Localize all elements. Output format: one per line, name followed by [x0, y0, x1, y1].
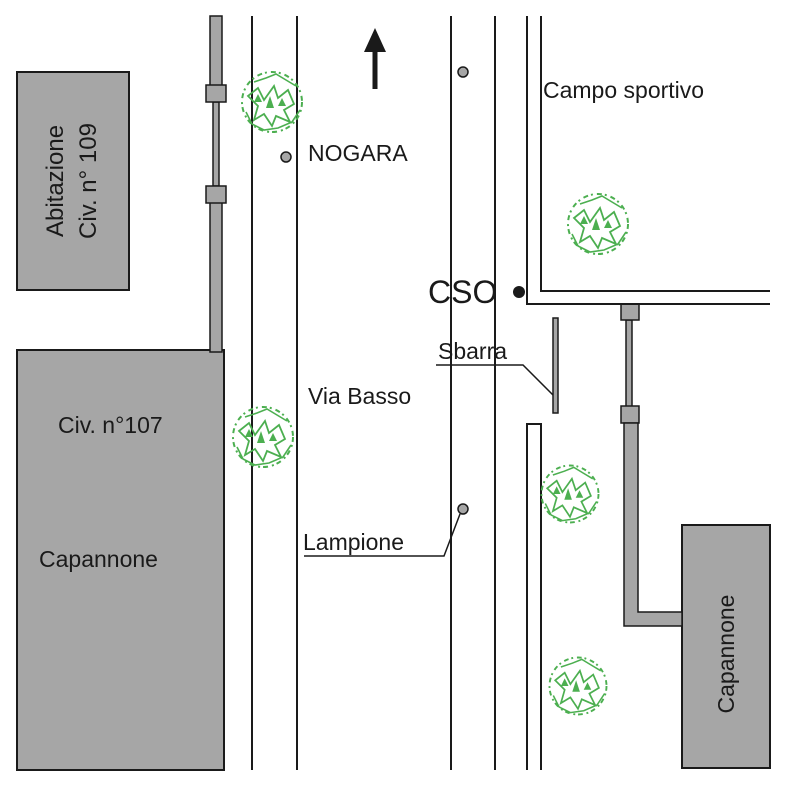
label-lampione: Lampione [303, 529, 404, 555]
tree-icon [567, 193, 629, 255]
building-capannone-right [681, 524, 771, 769]
barrier-leader [436, 364, 554, 396]
tree-icon [540, 464, 600, 524]
label-capannone-right: Capannone [713, 595, 739, 714]
label-cso: CSO [428, 274, 497, 310]
tree-icon [548, 656, 608, 716]
building-abitazione [16, 71, 130, 291]
cso-point [513, 286, 525, 298]
label-capannone-left: Capannone [39, 546, 158, 572]
side-path [526, 423, 542, 770]
campo-sportivo-boundary [526, 16, 770, 305]
road-lines [251, 16, 496, 770]
label-abitazione-line2: Civ. n° 109 [75, 123, 102, 239]
lampione-leader [304, 513, 461, 557]
label-campo-sportivo: Campo sportivo [543, 77, 704, 103]
north-arrow-icon [364, 28, 386, 89]
lamp-post-nogara [280, 151, 292, 163]
label-via-basso: Via Basso [308, 383, 411, 409]
building-capannone-left [16, 349, 225, 771]
label-abitazione-line1: Abitazione [42, 125, 69, 237]
tree-icon [232, 406, 294, 468]
label-civ107: Civ. n°107 [58, 412, 163, 438]
lamp-post-lampione [457, 503, 469, 515]
lamp-post [457, 66, 469, 78]
fence-left [205, 15, 227, 353]
barrier [552, 317, 559, 414]
label-nogara: NOGARA [308, 140, 408, 166]
fence-right [620, 303, 683, 627]
label-sbarra: Sbarra [438, 338, 507, 364]
